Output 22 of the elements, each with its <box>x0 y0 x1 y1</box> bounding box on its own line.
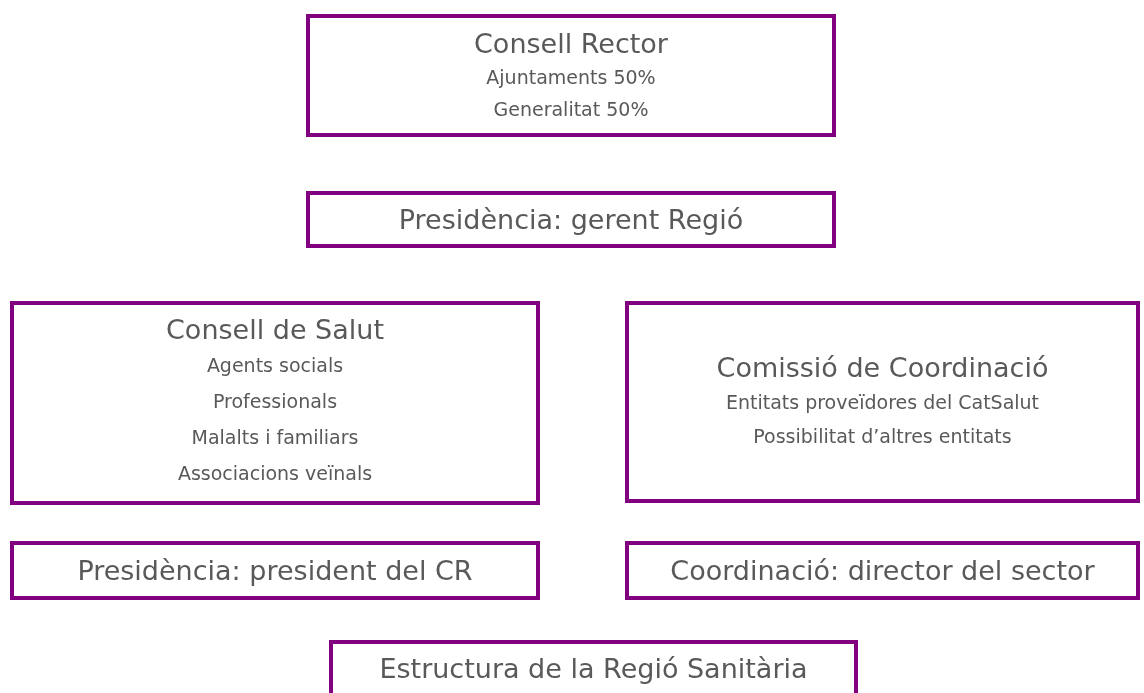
box-heading: Consell Rector <box>474 26 668 61</box>
org-box <box>10 541 540 600</box>
org-box <box>329 640 858 693</box>
box-item: Associacions veïnals <box>177 461 373 486</box>
org-box <box>306 14 836 137</box>
org-box <box>10 301 540 505</box>
org-box <box>625 541 1140 600</box>
box-item: Malalts i familiars <box>191 425 359 450</box>
org-box <box>306 191 836 248</box>
box-heading: Presidència: president del CR <box>77 553 473 588</box>
box-heading: Estructura de la Regió Sanitària <box>379 651 808 686</box>
org-box <box>625 301 1140 503</box>
box-item: Agents socials <box>206 353 344 378</box>
box-heading: Coordinació: director del sector <box>670 553 1095 588</box>
box-item: Professionals <box>212 389 338 414</box>
box-item: Possibilitat d’altres entitats <box>753 424 1012 449</box>
box-heading: Presidència: gerent Regió <box>398 202 744 237</box>
box-item: Entitats proveïdores del CatSalut <box>725 390 1040 415</box>
box-heading: Comissió de Coordinació <box>716 351 1049 385</box>
box-heading: Consell de Salut <box>166 313 384 347</box>
box-item: Ajuntaments 50% <box>486 64 656 90</box>
box-item: Generalitat 50% <box>493 96 649 122</box>
